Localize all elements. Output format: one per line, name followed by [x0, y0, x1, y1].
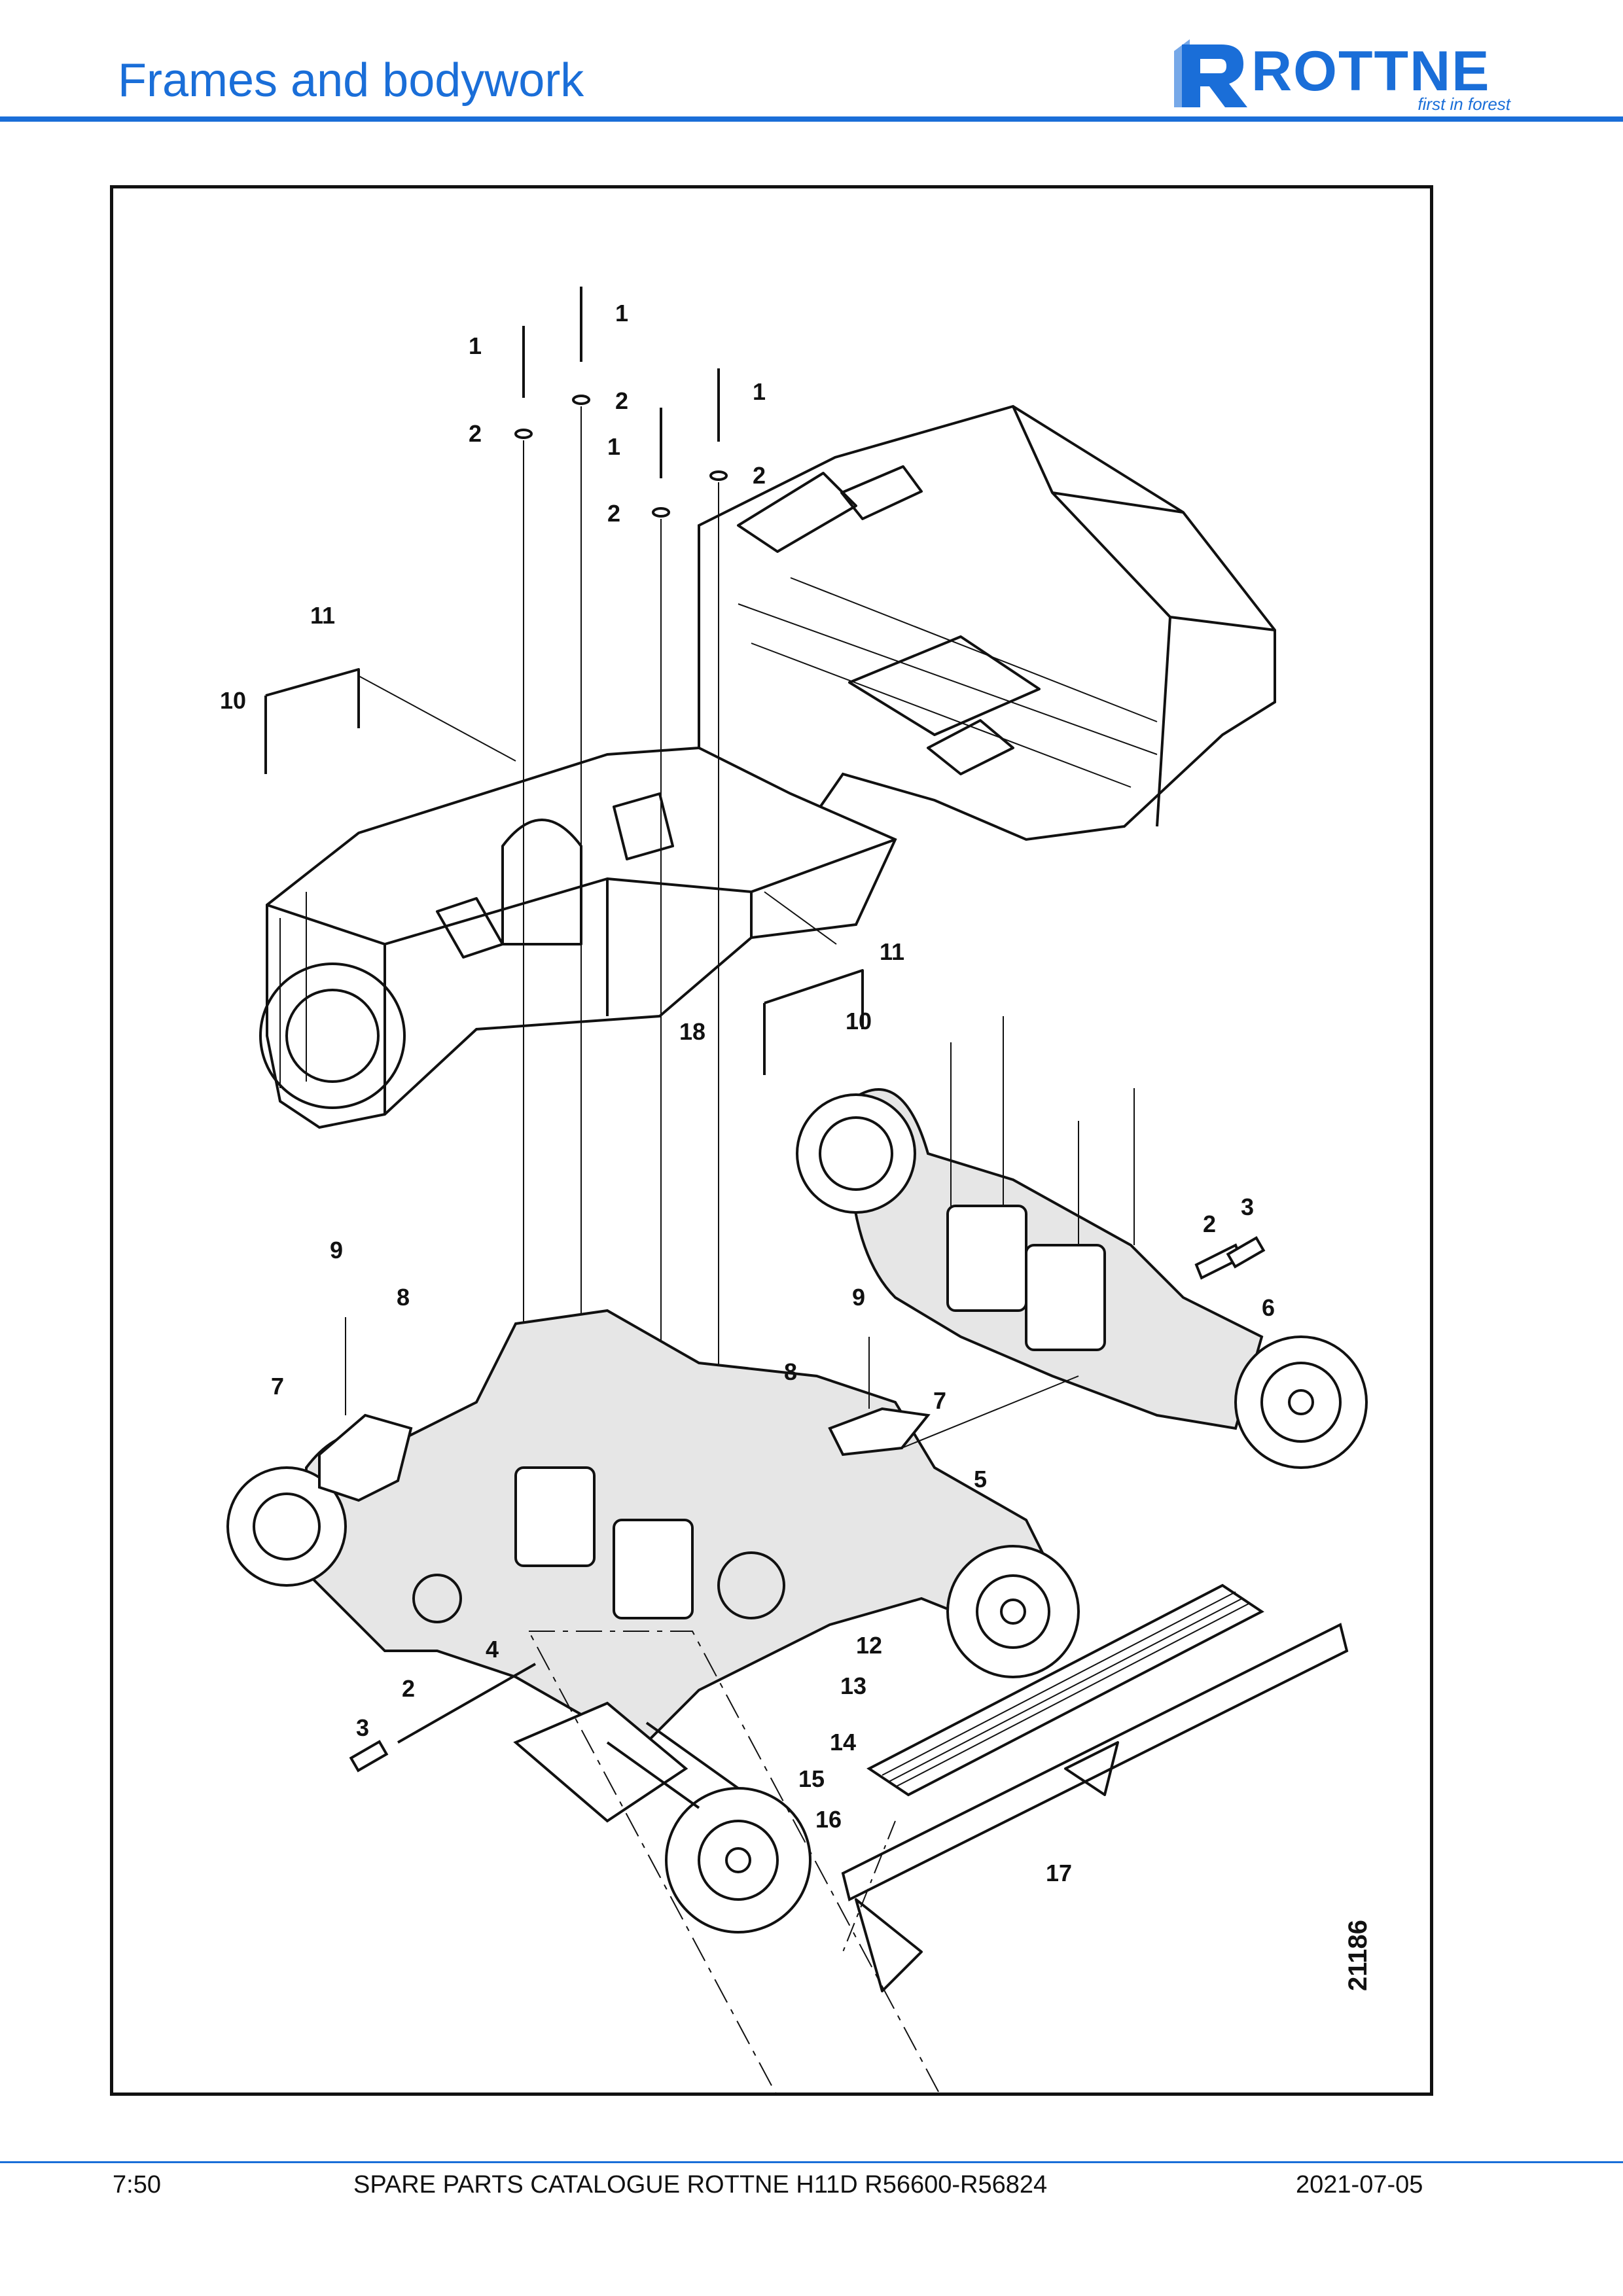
- bolts-and-washers: [514, 287, 728, 1494]
- publication-date: 2021-07-05: [1296, 2171, 1423, 2199]
- page-title: Frames and bodywork: [118, 54, 584, 107]
- callout-2: 2: [402, 1675, 415, 1702]
- callout-2: 2: [607, 500, 620, 527]
- main-frame-drawing: [259, 404, 1276, 1129]
- callout-9: 9: [330, 1237, 343, 1263]
- callout-8: 8: [397, 1284, 410, 1311]
- page-number: 7:50: [113, 2171, 161, 2199]
- callout-7: 7: [271, 1373, 284, 1400]
- callout-2: 2: [753, 462, 766, 489]
- callout-5: 5: [974, 1466, 987, 1492]
- callout-14: 14: [830, 1729, 856, 1756]
- callout-9: 9: [852, 1284, 865, 1311]
- diagram-frame: [110, 185, 1433, 2096]
- cover-plates: [318, 1317, 1079, 1502]
- exploded-parts-diagram: 1 1 1 1 2 2 2 2 2 2 3 3 4 5 6 7 7 8 8 9 …: [220, 287, 1372, 2096]
- callout-1: 1: [615, 300, 628, 327]
- callout-1: 1: [607, 433, 620, 460]
- callout-4: 4: [486, 1636, 499, 1663]
- callout-18: 18: [679, 1018, 705, 1045]
- callout-3: 3: [1241, 1193, 1254, 1220]
- callout-8: 8: [784, 1358, 797, 1385]
- callout-6: 6: [1262, 1294, 1275, 1321]
- header-rule: [0, 116, 1623, 122]
- callout-1: 1: [753, 378, 766, 405]
- logo-brand: ROTTNE: [1251, 40, 1491, 103]
- callout-2: 2: [469, 420, 482, 447]
- callout-3: 3: [356, 1714, 369, 1741]
- callout-2: 2: [1203, 1210, 1216, 1237]
- catalogue-title: SPARE PARTS CATALOGUE ROTTNE H11D R56600…: [353, 2171, 1048, 2199]
- logo-tagline: first in forest: [1418, 94, 1511, 114]
- callout-11: 11: [880, 938, 904, 965]
- callout-15: 15: [798, 1765, 825, 1792]
- callout-10: 10: [220, 687, 246, 714]
- callout-12: 12: [856, 1632, 882, 1659]
- callout-1: 1: [469, 332, 482, 359]
- footer-rule: [0, 2161, 1623, 2163]
- callout-7: 7: [933, 1387, 946, 1414]
- callout-16: 16: [815, 1806, 842, 1833]
- callout-2: 2: [615, 387, 628, 414]
- callout-11: 11: [310, 602, 335, 629]
- footstep: [841, 1583, 1349, 1992]
- rottne-logo: ROTTNE first in forest: [1174, 39, 1512, 114]
- brackets: [264, 668, 864, 1075]
- callout-10: 10: [846, 1008, 872, 1034]
- pins: [349, 1236, 1266, 1773]
- rear-bogie-axle: [796, 1016, 1368, 1469]
- figure-reference-number: 21186: [1344, 1920, 1372, 1991]
- callout-17: 17: [1046, 1860, 1072, 1886]
- rottne-logo-mark-icon: [1174, 39, 1247, 107]
- callout-labels: 1 1 1 1 2 2 2 2 2 2 3 3 4 5 6 7 7 8 8 9 …: [220, 300, 1275, 1886]
- callout-13: 13: [840, 1672, 866, 1699]
